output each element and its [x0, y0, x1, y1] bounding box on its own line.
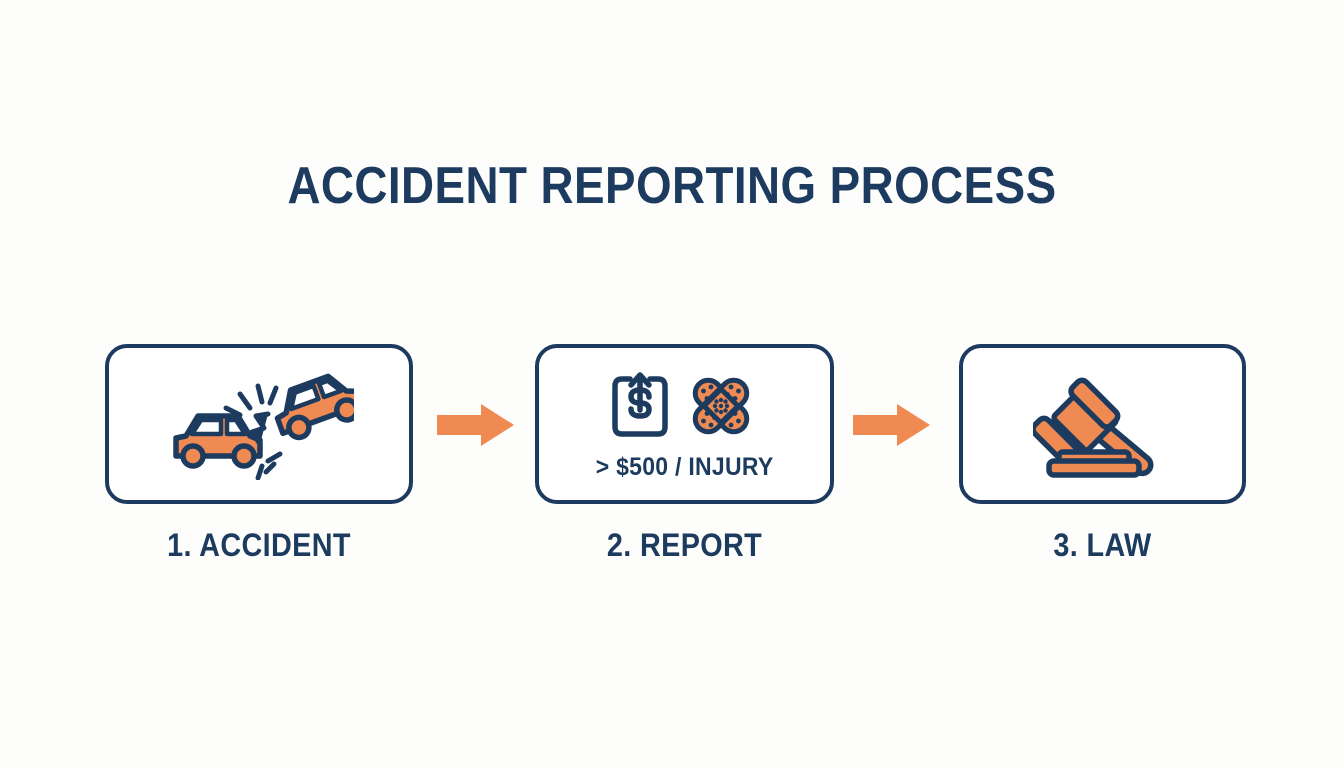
step-card-law-icons: [1032, 369, 1173, 479]
step-card-law-content: [1032, 369, 1173, 479]
flow-arrow-1: [437, 404, 514, 446]
gavel-icon: [1032, 377, 1153, 478]
page-title: ACCIDENT REPORTING PROCESS: [287, 157, 1057, 215]
step-caption-accident: 1. ACCIDENT: [167, 527, 351, 563]
report-threshold-note: > $500 / INJURY: [595, 452, 774, 481]
step-card-law[interactable]: [959, 344, 1246, 504]
step-card-report-content: > $500 / INJURY: [588, 367, 781, 482]
dollar-document-icon: [612, 371, 669, 437]
crossed-bandages-icon: [693, 377, 750, 434]
step-card-report-icons: [608, 367, 760, 445]
car-crash-icon: [173, 373, 354, 480]
flow-arrow-2: [853, 404, 930, 446]
step-card-accident[interactable]: [105, 344, 413, 504]
step-card-accident-content: [164, 368, 354, 480]
process-flow: > $500 / INJURY: [0, 344, 1344, 574]
step-caption-law: 3. LAW: [1053, 527, 1152, 563]
step-card-accident-icons: [164, 368, 354, 480]
step-card-report[interactable]: > $500 / INJURY: [535, 344, 834, 504]
step-caption-report: 2. REPORT: [606, 527, 763, 563]
